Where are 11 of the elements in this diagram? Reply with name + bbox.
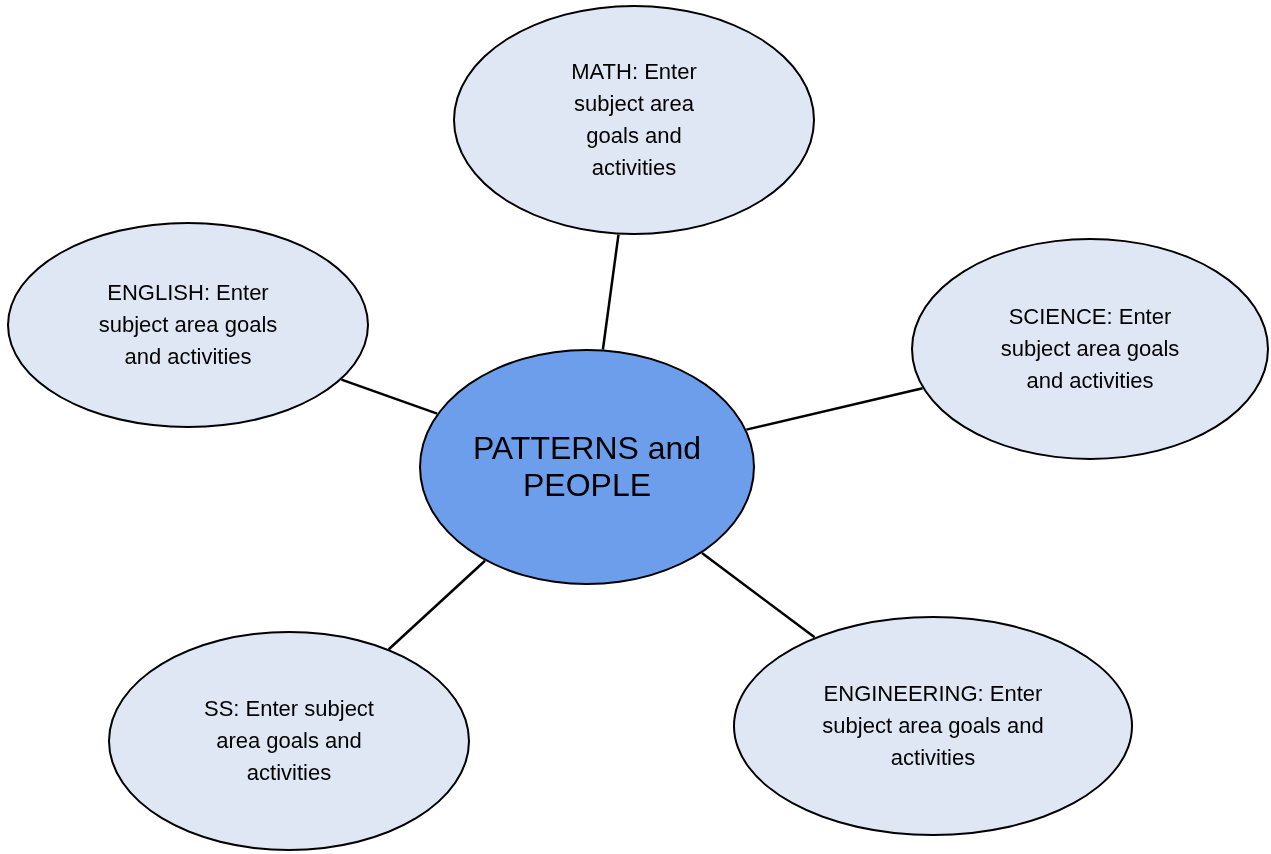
connector-line	[601, 234, 620, 350]
connector-line	[341, 378, 438, 415]
connector-line	[701, 552, 816, 639]
subtopic-text: SS: Enter subject area goals and activities	[203, 695, 375, 787]
connector-line	[387, 559, 486, 651]
subtopic-text: ENGLISH: Enter subject area goals and activities	[98, 279, 278, 371]
subtopic-text: SCIENCE: Enter subject area goals and activities	[999, 303, 1181, 395]
subtopic-text: ENGINEERING: Enter subject area goals and activities	[821, 680, 1045, 772]
connector-line	[746, 387, 923, 431]
topic-title: PATTERNS and PEOPLE	[471, 430, 703, 504]
subtopic-text: MATH: Enter subject area goals and activities	[570, 58, 698, 182]
